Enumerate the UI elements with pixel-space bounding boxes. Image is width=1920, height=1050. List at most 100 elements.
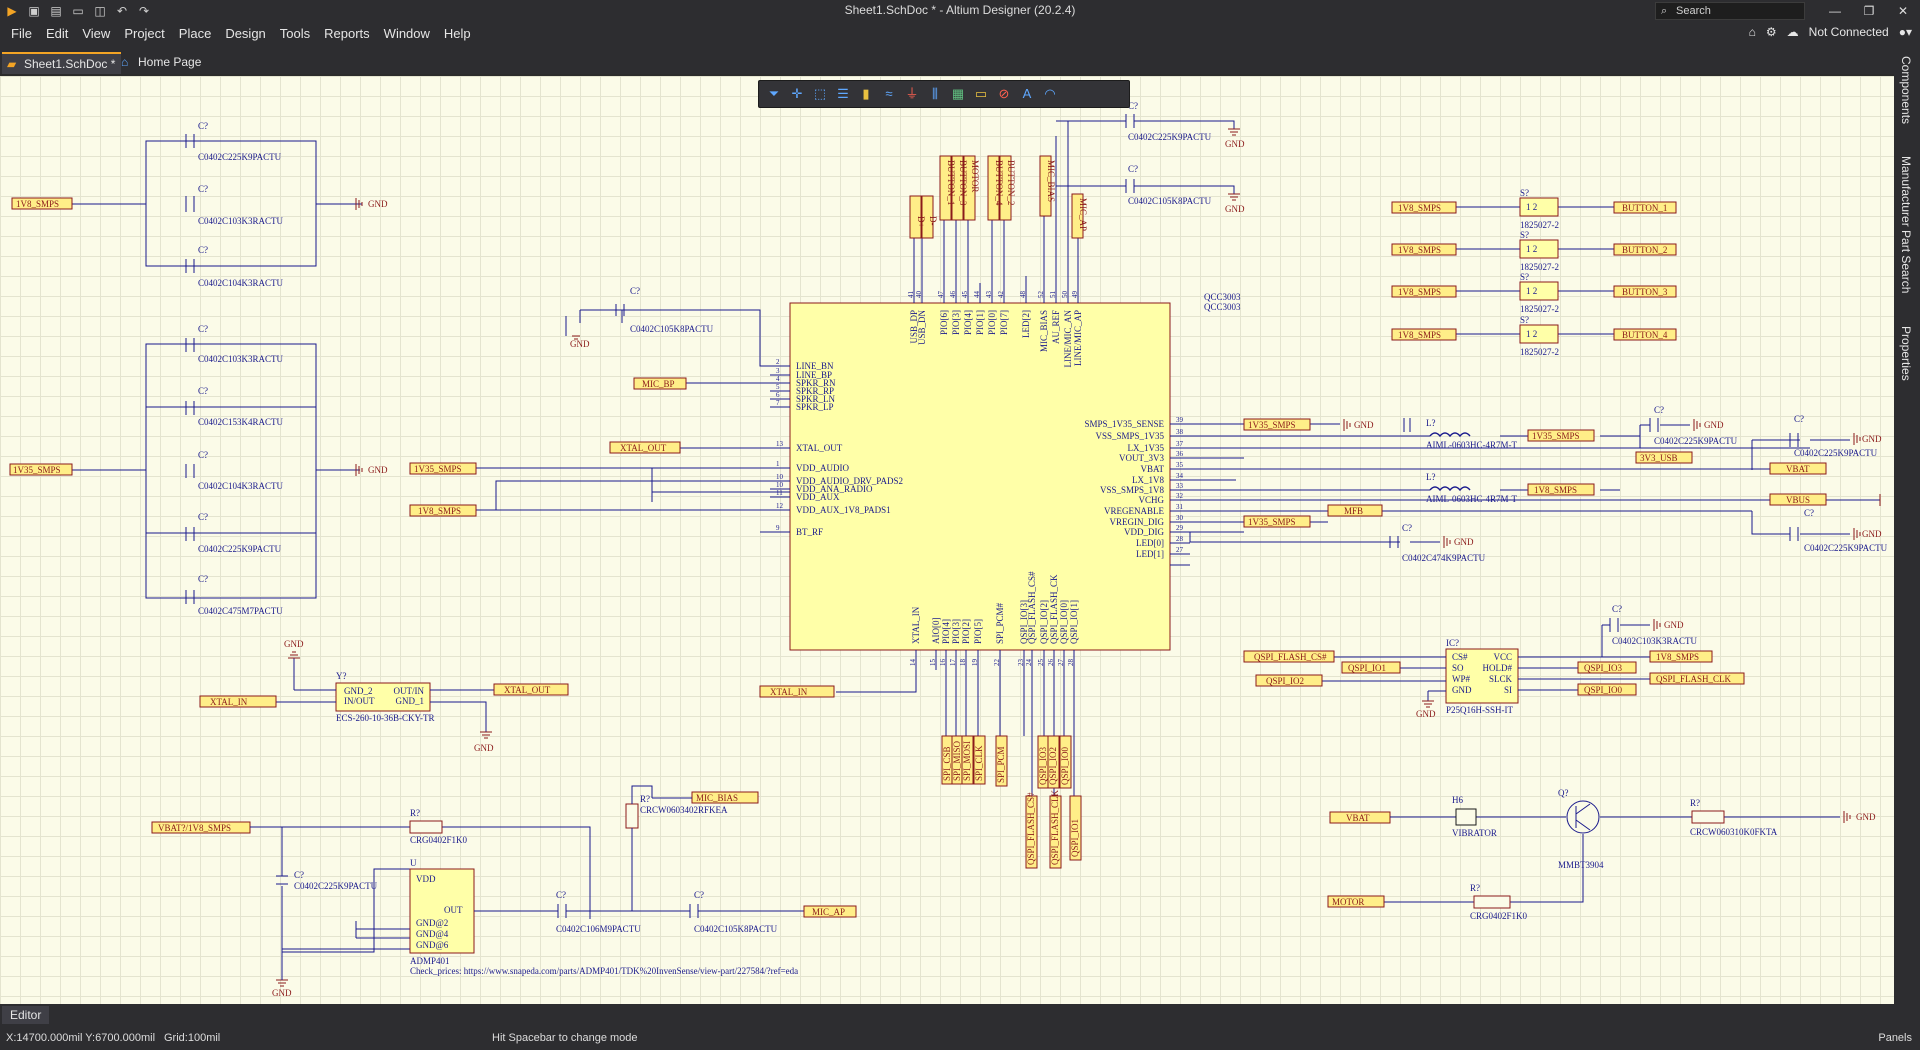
qcc-bottom-pin[interactable]: PIO[5]19 xyxy=(971,619,983,670)
user-icon[interactable]: ●▾ xyxy=(1898,25,1912,39)
qcc-bottom-pin[interactable]: AIO[0]15 xyxy=(929,618,941,671)
qcc-left-pin[interactable]: SPKR_LN6 xyxy=(770,391,836,404)
vibrator-motor[interactable] xyxy=(1455,808,1477,826)
save-icon[interactable]: ▣ xyxy=(28,4,40,18)
minimize-button[interactable]: — xyxy=(1829,4,1841,18)
menu-file[interactable]: File xyxy=(11,26,32,41)
net-mic-bias-bottom[interactable]: MIC_BIAS xyxy=(691,791,759,804)
arc-icon[interactable]: ◠ xyxy=(1044,86,1056,101)
open-project-icon[interactable]: ◫ xyxy=(94,4,106,18)
net-d-plus[interactable] xyxy=(909,195,922,239)
bus-icon[interactable]: ⫼ xyxy=(932,86,938,101)
qcc-top-pin[interactable]: LED[2]48 xyxy=(1019,283,1031,338)
menu-tools[interactable]: Tools xyxy=(279,26,311,41)
bottom-net-label[interactable]: QSPI_IO0 xyxy=(1059,735,1072,789)
panel-components[interactable]: Components xyxy=(1899,56,1913,125)
wire-icon[interactable]: ≈ xyxy=(885,86,893,101)
net-port-1v35-left[interactable]: 1V35_SMPS xyxy=(9,463,73,476)
net-mic-bias-top[interactable] xyxy=(1039,155,1052,217)
filter-icon[interactable]: ⏷ xyxy=(768,86,780,101)
cap-c2[interactable]: C? C0402C103K3RACTU xyxy=(185,184,284,226)
net-3v3-usb[interactable]: 3V3_USB xyxy=(1635,451,1693,464)
ic-admp401[interactable]: U VDD OUT GND@2 GND@4 GND@6 ADMP401 Chec… xyxy=(409,858,798,976)
net-xtal-out-crystal[interactable]: XTAL_OUT xyxy=(493,683,569,696)
connection-status[interactable]: Not Connected xyxy=(1808,25,1889,39)
net-qspi-io2-left[interactable]: QSPI_IO2 xyxy=(1255,674,1323,687)
transistor-q[interactable] xyxy=(1566,800,1600,834)
net-1v35-sense[interactable]: 1V35_SMPS xyxy=(1243,418,1311,431)
resistor-r1[interactable] xyxy=(1691,810,1725,824)
tab-home-page[interactable]: ⌂ Home Page xyxy=(116,52,207,74)
panel-properties[interactable]: Properties xyxy=(1899,326,1913,381)
tab-sheet1[interactable]: ▰ Sheet1.SchDoc * xyxy=(2,52,122,74)
net-1v8-lx[interactable]: 1V8_SMPS xyxy=(1527,483,1595,496)
net-d-minus[interactable] xyxy=(921,195,934,239)
qcc-top-pin[interactable]: PIO[1]44 xyxy=(973,283,985,335)
move-icon[interactable]: ✛ xyxy=(791,86,803,101)
qcc-left-pin[interactable]: SPKR_LP7 xyxy=(770,399,834,412)
panels-button[interactable]: Panels xyxy=(1878,1032,1912,1044)
net-button-3[interactable] xyxy=(951,155,964,221)
close-button[interactable]: ✕ xyxy=(1897,4,1909,18)
port-icon[interactable]: ▭ xyxy=(974,86,988,101)
redo-icon[interactable]: ↷ xyxy=(138,4,150,18)
net-mic-bp[interactable]: MIC_BP xyxy=(633,377,790,390)
net-port-1v8-left[interactable]: 1V8_SMPS xyxy=(11,197,73,210)
cap-c1[interactable]: C? C0402C225K9PACTU xyxy=(185,121,282,162)
net-button-1[interactable] xyxy=(939,155,952,221)
net-button-4[interactable] xyxy=(987,155,1000,221)
resistor-r2[interactable] xyxy=(1473,895,1511,909)
gear-icon[interactable]: ⚙ xyxy=(1765,25,1777,39)
net-qspi-io1-left[interactable]: QSPI_IO1 xyxy=(1341,661,1401,674)
menu-reports[interactable]: Reports xyxy=(324,26,370,41)
bottom-net-label[interactable]: QSPI_IO1 xyxy=(1069,795,1082,861)
net-button-2[interactable] xyxy=(999,155,1012,221)
undo-icon[interactable]: ↶ xyxy=(116,4,128,18)
net-mfb[interactable]: MFB xyxy=(1327,504,1383,517)
qcc-bottom-pin[interactable]: QSPI_IO[1]28 xyxy=(1067,600,1079,670)
net-1v8-vdd-aux[interactable]: 1V8_SMPS xyxy=(409,480,790,517)
qcc-left-pin[interactable]: SPKR_RP5 xyxy=(770,383,834,396)
bottom-net-label[interactable]: QSPI_FLASH_CLK xyxy=(1049,789,1062,869)
component-icon[interactable]: ▮ xyxy=(862,86,870,101)
save-all-icon[interactable]: ▤ xyxy=(50,4,62,18)
panel-manufacturer-part-search[interactable]: Manufacturer Part Search xyxy=(1899,156,1913,294)
net-motor-bottom[interactable]: MOTOR xyxy=(1327,895,1385,908)
bottom-net-label[interactable]: SPI_MOSI xyxy=(961,735,974,785)
net-1v8-flash[interactable]: 1V8_SMPS xyxy=(1649,650,1713,663)
qcc-bottom-pin[interactable]: SPI_PCM#22 xyxy=(993,602,1005,670)
net-1v35-vregin[interactable]: 1V35_SMPS xyxy=(1243,515,1311,528)
net-mic-ap-bottom[interactable]: MIC_AP xyxy=(803,905,857,918)
sheet-symbol-icon[interactable]: ▦ xyxy=(951,86,965,101)
qcc-bottom-pin[interactable]: QSPI_FLASH_CS#24 xyxy=(1025,571,1037,670)
ic-flash[interactable]: IC? P25Q16H-SSH-IT CS# SO WP# GND VCC HO… xyxy=(1243,604,1745,719)
text-icon[interactable]: A xyxy=(1022,86,1032,101)
power-port-icon[interactable]: ⏚ xyxy=(905,86,919,101)
qcc-left-pin[interactable]: LINE_BP3 xyxy=(770,367,832,380)
menu-help[interactable]: Help xyxy=(443,26,471,41)
net-vbat-motor[interactable]: VBAT xyxy=(1329,811,1391,824)
align-icon[interactable]: ☰ xyxy=(837,86,849,101)
bottom-net-label[interactable]: QSPI_IO2 xyxy=(1047,735,1060,789)
menu-edit[interactable]: Edit xyxy=(45,26,69,41)
net-xtal-in-bottom[interactable]: XTAL_IN xyxy=(759,685,835,698)
net-motor[interactable] xyxy=(963,155,976,221)
bottom-net-label[interactable]: SPI_CLK xyxy=(973,735,986,785)
net-mic-ap-top[interactable] xyxy=(1071,193,1084,239)
ic-qcc3003[interactable]: QCC3003 QCC3003 xyxy=(789,292,1241,651)
net-vbat[interactable]: VBAT xyxy=(1769,462,1827,475)
select-icon[interactable]: ⬚ xyxy=(813,86,827,101)
net-1v35-vdd-audio[interactable]: 1V35_SMPS xyxy=(409,462,790,502)
bottom-net-label[interactable]: SPI_PCM xyxy=(995,735,1008,787)
open-icon[interactable]: ▭ xyxy=(72,4,84,18)
net-qspi-flash-clk-right[interactable]: QSPI_FLASH_CLK xyxy=(1649,672,1745,685)
qcc-bottom-pin[interactable]: PIO[2]18 xyxy=(959,619,971,670)
